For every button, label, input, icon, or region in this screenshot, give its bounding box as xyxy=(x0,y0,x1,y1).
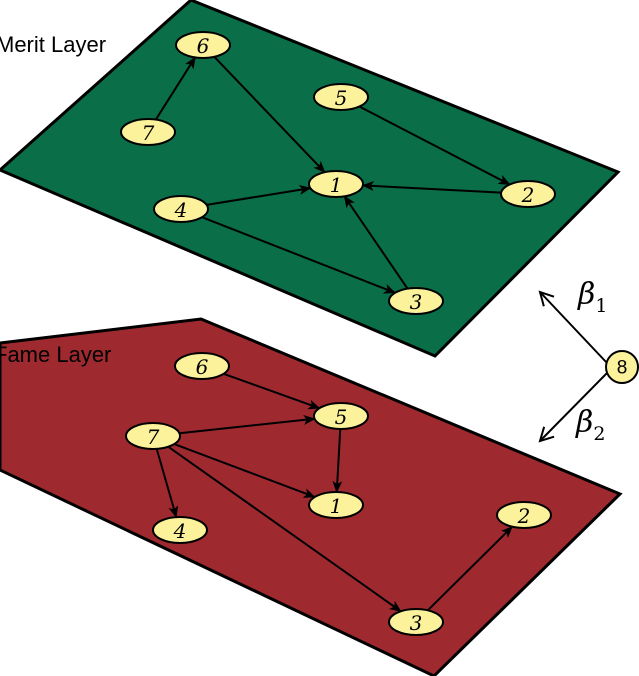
merit-node-1-shape xyxy=(308,170,364,198)
merit-node-7-label: 7 xyxy=(142,121,155,145)
fame-node-4-shape xyxy=(152,516,208,544)
fame-node-3: 3 xyxy=(388,608,444,636)
fame-node-4: 4 xyxy=(152,516,208,544)
merit-edge-6-to-1 xyxy=(213,56,326,173)
merit-node-2: 2 xyxy=(500,180,556,208)
fame-node-4-label: 4 xyxy=(173,519,187,543)
fame-node-3-shape xyxy=(388,608,444,636)
fame-edge-7-to-1 xyxy=(173,443,316,498)
fame-edge-6-to-5 xyxy=(223,372,321,410)
merit-node-7: 7 xyxy=(120,118,176,146)
fame-node-3-label: 3 xyxy=(410,611,423,635)
merit-node-3: 3 xyxy=(388,287,444,315)
fame-layer-nodes: 1 2 3 4 5 6 7 xyxy=(125,352,552,636)
merit-layer-label: Merit Layer xyxy=(0,32,106,57)
merit-layer: 1 2 3 4 5 6 7 Merit Layer xyxy=(0,0,621,358)
fame-edge-3-to-2 xyxy=(427,525,513,612)
fame-edge-7-to-4 xyxy=(155,448,179,519)
merit-edge-4-to-1 xyxy=(206,184,312,206)
fame-node-7-label: 7 xyxy=(147,425,160,449)
fame-node-6-shape xyxy=(174,352,230,380)
beta-merit-label: β1 xyxy=(577,277,607,317)
external-node-8 xyxy=(605,350,639,384)
merit-node-6-label: 6 xyxy=(197,34,210,58)
merit-edge-2-to-1 xyxy=(361,180,502,194)
fame-node-2-shape xyxy=(496,501,552,529)
merit-edge-7-to-6 xyxy=(155,56,196,121)
merit-layer-edges xyxy=(155,56,511,294)
fame-node-5-shape xyxy=(313,402,369,430)
fame-node-1-label: 1 xyxy=(330,494,343,518)
merit-edge-3-to-1 xyxy=(343,195,409,290)
fame-node-7-shape xyxy=(125,422,181,450)
merit-node-5: 5 xyxy=(313,83,369,111)
merit-node-4-label: 4 xyxy=(174,198,188,222)
merit-node-1-label: 1 xyxy=(330,173,343,197)
merit-node-4: 4 xyxy=(153,195,209,223)
beta-fame-label: β2 xyxy=(575,405,605,445)
fame-node-1: 1 xyxy=(308,491,364,519)
beta-fame-symbol: β xyxy=(575,405,593,440)
merit-layer-plane xyxy=(0,0,621,358)
merit-edge-4-to-3 xyxy=(201,216,396,294)
merit-node-6-shape xyxy=(175,31,231,59)
fame-node-6-label: 6 xyxy=(196,355,209,379)
fame-node-5: 5 xyxy=(313,402,369,430)
beta-merit-arrow xyxy=(540,292,608,364)
merit-node-2-shape xyxy=(500,180,556,208)
fame-layer-label: Fame Layer xyxy=(0,342,111,367)
fame-layer-plane xyxy=(0,317,623,676)
merit-node-5-label: 5 xyxy=(335,86,348,110)
fame-layer-edges xyxy=(155,372,513,613)
fame-edge-7-to-3 xyxy=(167,445,402,613)
fame-node-2-label: 2 xyxy=(517,504,531,528)
beta-fame-subscript: 2 xyxy=(593,423,605,445)
merit-node-1: 1 xyxy=(308,170,364,198)
fame-node-7: 7 xyxy=(125,422,181,450)
merit-node-4-shape xyxy=(153,195,209,223)
fame-edge-7-to-5 xyxy=(179,414,316,435)
fame-node-1-shape xyxy=(308,491,364,519)
fame-node-6: 6 xyxy=(174,352,230,380)
beta-merit-subscript: 1 xyxy=(595,295,607,317)
beta-fame-arrow xyxy=(540,372,608,441)
merit-node-7-shape xyxy=(120,118,176,146)
merit-edge-5-to-2 xyxy=(358,105,511,186)
merit-node-5-shape xyxy=(313,83,369,111)
merit-node-6: 6 xyxy=(175,31,231,59)
merit-layer-nodes: 1 2 3 4 5 6 7 xyxy=(120,31,556,315)
beta-merit-symbol: β xyxy=(577,277,595,312)
fame-node-5-label: 5 xyxy=(335,405,348,429)
merit-node-2-label: 2 xyxy=(521,183,535,207)
merit-node-3-label: 3 xyxy=(410,290,423,314)
fame-node-2: 2 xyxy=(496,501,552,529)
fame-edge-5-to-1 xyxy=(332,428,343,494)
merit-node-3-shape xyxy=(388,287,444,315)
fame-layer: 1 2 3 4 5 6 7 Fame Layer xyxy=(0,317,623,676)
external-node-group: 8 β1 β2 xyxy=(540,277,639,445)
external-node-8-label: 8 xyxy=(617,358,628,379)
